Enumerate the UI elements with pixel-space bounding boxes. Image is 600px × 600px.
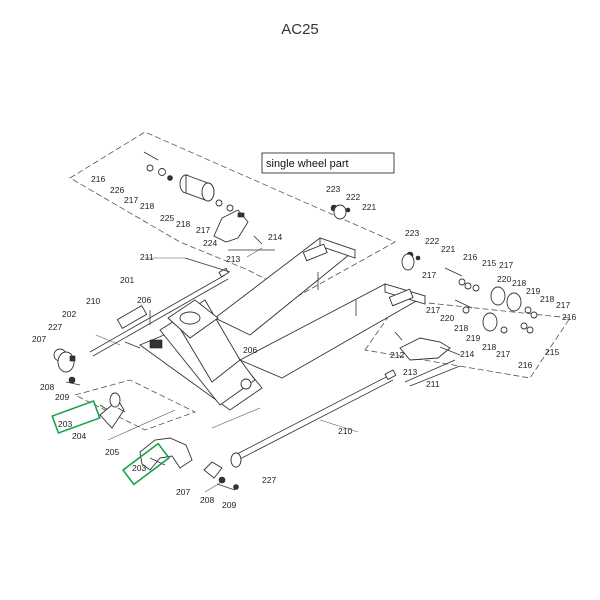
part-label: 217 — [556, 300, 570, 310]
part-label: 213 — [403, 367, 417, 377]
part-label: 217 — [499, 260, 513, 270]
pallet-truck-frame — [139, 237, 427, 411]
part-label: 218 — [140, 201, 154, 211]
linkage-frame — [73, 379, 197, 431]
tandem-wheel-assembly — [330, 204, 538, 387]
part-label: 204 — [72, 431, 86, 441]
part-label: 205 — [105, 447, 119, 457]
highlight-203-upper — [51, 399, 101, 435]
part-label: 227 — [48, 322, 62, 332]
part-label: 201 — [120, 275, 134, 285]
part-label: 223 — [405, 228, 419, 238]
part-label: 207 — [32, 334, 46, 344]
part-label: 225 — [160, 213, 174, 223]
part-label: 210 — [338, 426, 352, 436]
part-label: 203 — [58, 419, 72, 429]
single-wheel-assembly — [143, 151, 275, 251]
part-label: 211 — [426, 379, 440, 389]
part-label: 212 — [390, 350, 404, 360]
highlight-203-lower — [121, 442, 171, 486]
part-label: 221 — [362, 202, 376, 212]
left-wheel-bracket — [53, 305, 151, 429]
part-label: 219 — [526, 286, 540, 296]
part-label: 227 — [262, 475, 276, 485]
part-label: 214 — [268, 232, 282, 242]
part-label: 222 — [425, 236, 439, 246]
part-label: 223 — [326, 184, 340, 194]
leader-lines — [95, 247, 359, 493]
part-label: 220 — [497, 274, 511, 284]
part-label: 218 — [176, 219, 190, 229]
part-label: 218 — [512, 278, 526, 288]
part-label: 202 — [62, 309, 76, 319]
part-label: 203 — [132, 463, 146, 473]
part-label: 218 — [454, 323, 468, 333]
part-label: 206 — [137, 295, 151, 305]
part-label: 217 — [496, 349, 510, 359]
diagram-title: AC25 — [281, 21, 319, 38]
part-label: 216 — [463, 252, 477, 262]
part-label: 211 — [140, 252, 154, 262]
part-labels: 216 226 217 218 225 218 217 224 213 214 … — [32, 174, 576, 510]
part-label: 217 — [196, 225, 210, 235]
part-label: 217 — [422, 270, 436, 280]
part-label: 214 — [460, 349, 474, 359]
part-label: 216 — [562, 312, 576, 322]
single-wheel-part-label: single wheel part — [261, 152, 395, 174]
part-label: 216 — [91, 174, 105, 184]
part-label: 219 — [466, 333, 480, 343]
part-label: 209 — [222, 500, 236, 510]
part-label: 213 — [226, 254, 240, 264]
part-label: 222 — [346, 192, 360, 202]
part-label: 209 — [55, 392, 69, 402]
part-label: 216 — [518, 360, 532, 370]
part-label: 226 — [110, 185, 124, 195]
part-label: 217 — [426, 305, 440, 315]
part-label: 206 — [243, 345, 257, 355]
part-label: 218 — [540, 294, 554, 304]
part-label: 215 — [545, 347, 559, 357]
part-label: 208 — [200, 495, 214, 505]
part-label: 218 — [482, 342, 496, 352]
part-label: 217 — [124, 195, 138, 205]
part-label: 224 — [203, 238, 217, 248]
box-label-text: single wheel part — [266, 158, 349, 170]
part-label: 207 — [176, 487, 190, 497]
part-label: 210 — [86, 296, 100, 306]
part-label: 215 — [482, 258, 496, 268]
part-label: 221 — [441, 244, 455, 254]
part-label: 220 — [440, 313, 454, 323]
part-label: 208 — [40, 382, 54, 392]
